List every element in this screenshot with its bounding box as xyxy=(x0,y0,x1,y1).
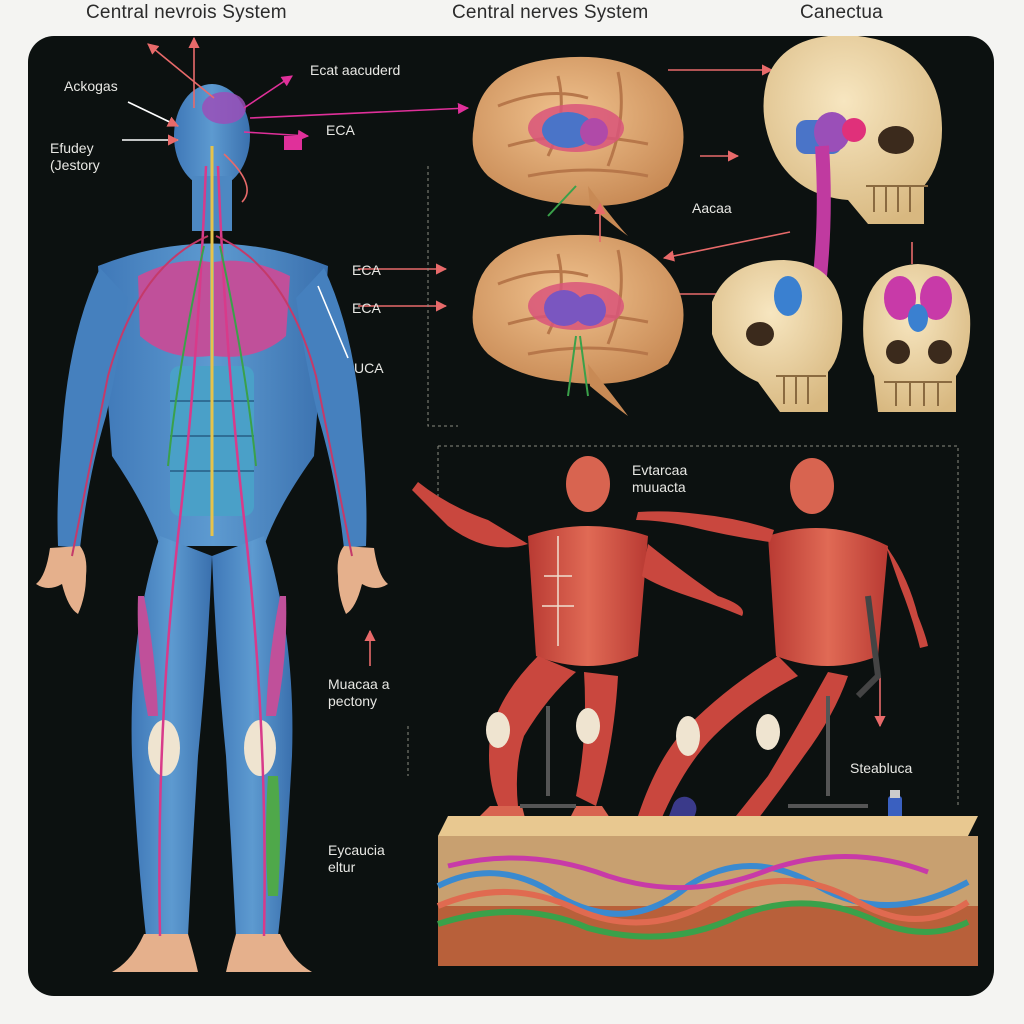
label-ackogas: Ackogas xyxy=(64,78,118,94)
label-efudey-line2: (Jestory xyxy=(50,157,100,173)
brain-illustration-bottom xyxy=(472,234,684,416)
label-muacaa-line2: pectony xyxy=(328,693,378,709)
title-canectua: Canectua xyxy=(800,2,883,23)
label-aacaa: Aacaa xyxy=(692,200,732,216)
label-muacaa: Muacaa a pectony xyxy=(328,676,389,710)
title-central-nervous-system: Central nevrois System xyxy=(86,2,287,23)
title-central-nerves-system: Central nerves System xyxy=(452,2,649,23)
label-uca: UCA xyxy=(354,360,384,376)
label-eca-2: ECA xyxy=(352,300,381,316)
nerve-platform xyxy=(436,816,978,966)
label-eca-1: ECA xyxy=(352,262,381,278)
label-efudey: Efudey (Jestory xyxy=(50,140,100,174)
skull-illustration-top xyxy=(763,36,942,324)
seated-figure-right xyxy=(608,458,928,842)
label-eycaucia-line2: eltur xyxy=(328,859,356,875)
label-evtarcaa-line1: Evtarcaa xyxy=(632,462,688,478)
dashed-frame-brains xyxy=(427,166,458,427)
body-figure xyxy=(36,84,388,972)
label-evtarcaa: Evtarcaa muuacta xyxy=(632,462,687,496)
head-arrows xyxy=(122,36,470,666)
label-efudey-line1: Efudey xyxy=(50,140,94,156)
diagram-panel: Ackogas Efudey (Jestory Ecat aacuderd EC… xyxy=(28,36,994,996)
label-ecat-aacuderd: Ecat aacuderd xyxy=(310,62,401,78)
seated-figure-left xyxy=(412,456,743,830)
label-eycaucia: Eycaucia eltur xyxy=(328,842,385,876)
label-eca-head: ECA xyxy=(326,122,355,138)
brain-illustration-top xyxy=(472,56,684,236)
skull-illustration-right xyxy=(863,264,971,412)
diagram-art xyxy=(36,36,978,972)
label-evtarcaa-line2: muuacta xyxy=(632,479,686,495)
label-steabluca: Steabluca xyxy=(850,760,913,776)
skull-illustration-left xyxy=(712,260,843,412)
label-eycaucia-line1: Eycaucia xyxy=(328,842,385,858)
label-muacaa-line1: Muacaa a xyxy=(328,676,390,692)
